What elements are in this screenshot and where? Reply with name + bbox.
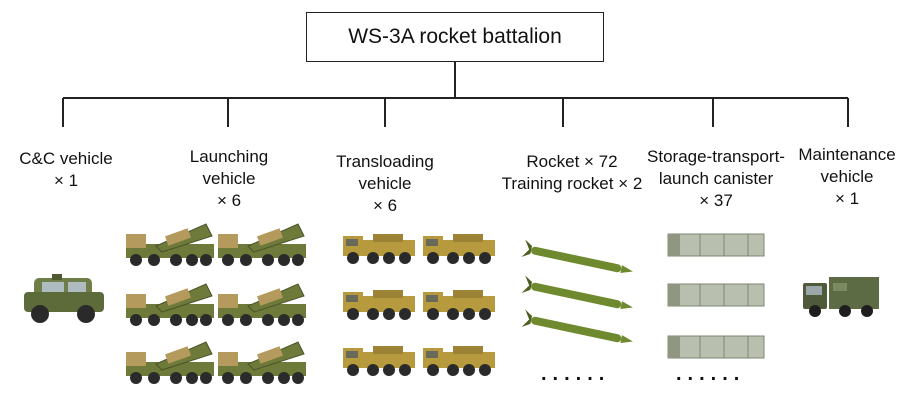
transloading-vehicle-icon — [423, 346, 495, 376]
launching-vehicle-group — [126, 223, 306, 384]
launching-vehicle-icon — [126, 223, 214, 266]
unit-label-cc: C&C vehicle × 1 — [19, 149, 113, 190]
transloading-vehicle-icon — [423, 290, 495, 320]
canister-group — [667, 233, 765, 359]
transloading-vehicle-icon — [343, 234, 415, 264]
unit-label-rocket: Rocket × 72 Training rocket × 2 — [501, 152, 643, 193]
canister-icon — [667, 233, 765, 257]
unit-label-transloading: Transloading vehicle × 6 — [336, 152, 434, 215]
launching-vehicle-icon — [218, 223, 306, 266]
transloading-vehicle-icon — [343, 290, 415, 320]
launching-vehicle-icon — [126, 341, 214, 384]
canister-continuation-dots: ...... — [676, 363, 746, 385]
root-node: WS-3A rocket battalion — [306, 12, 604, 62]
unit-label-stlc: Storage-transport- launch canister × 37 — [647, 147, 785, 210]
rocket-icon — [521, 275, 633, 309]
maintenance-vehicle-image — [803, 277, 879, 317]
transloading-vehicle-icon — [423, 234, 495, 264]
canister-icon — [667, 283, 765, 307]
launching-vehicle-icon — [218, 283, 306, 326]
unit-label-launching: Launching vehicle × 6 — [189, 147, 269, 210]
launching-vehicle-icon — [126, 283, 214, 326]
launching-vehicle-icon — [218, 341, 306, 384]
transloading-vehicle-group — [343, 234, 495, 376]
rocket-group — [521, 239, 633, 343]
rocket-icon — [521, 239, 633, 273]
canister-icon — [667, 335, 765, 359]
rocket-continuation-dots: ...... — [541, 363, 611, 385]
root-label: WS-3A rocket battalion — [348, 25, 562, 48]
rocket-icon — [521, 309, 633, 343]
cc-vehicle-image — [24, 274, 104, 323]
unit-label-maintenance: Maintenance vehicle × 1 — [798, 145, 896, 208]
transloading-vehicle-icon — [343, 346, 415, 376]
